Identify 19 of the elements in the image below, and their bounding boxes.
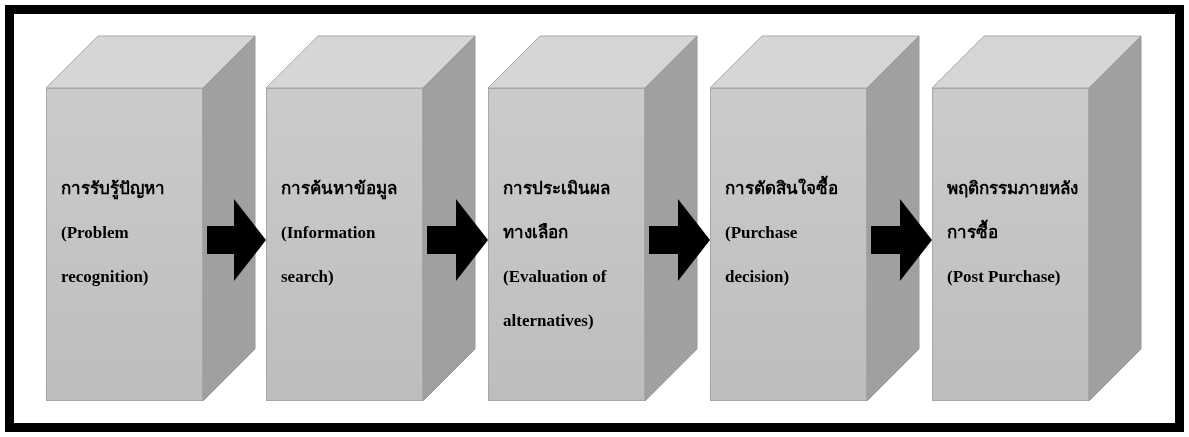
step-subtitle: (Evaluation of alternatives) <box>503 266 608 332</box>
block-arrow <box>649 199 710 281</box>
process-box <box>488 88 645 401</box>
step-subtitle: (Information search) <box>281 222 377 288</box>
process-box <box>266 88 423 401</box>
process-box <box>710 88 867 401</box>
block-arrow <box>427 199 488 281</box>
step-title: การค้นหาข้อมูล <box>281 178 398 202</box>
block-arrow <box>207 199 266 281</box>
step-subtitle: (Purchase decision) <box>725 222 799 288</box>
step-subtitle: (Post Purchase) <box>947 266 1062 288</box>
step-title: พฤติกรรมภายหลังการซื้อ <box>947 178 1079 244</box>
step-subtitle: (Problem recognition) <box>61 222 150 288</box>
process-box <box>932 88 1089 401</box>
block-arrow <box>871 199 932 281</box>
step-title: การรับรู้ปัญหา <box>61 178 166 202</box>
process-box <box>46 88 203 401</box>
step-title: การตัดสินใจซื้อ <box>725 167 858 211</box>
step-title: การประเมินผลทางเลือก <box>503 178 611 244</box>
